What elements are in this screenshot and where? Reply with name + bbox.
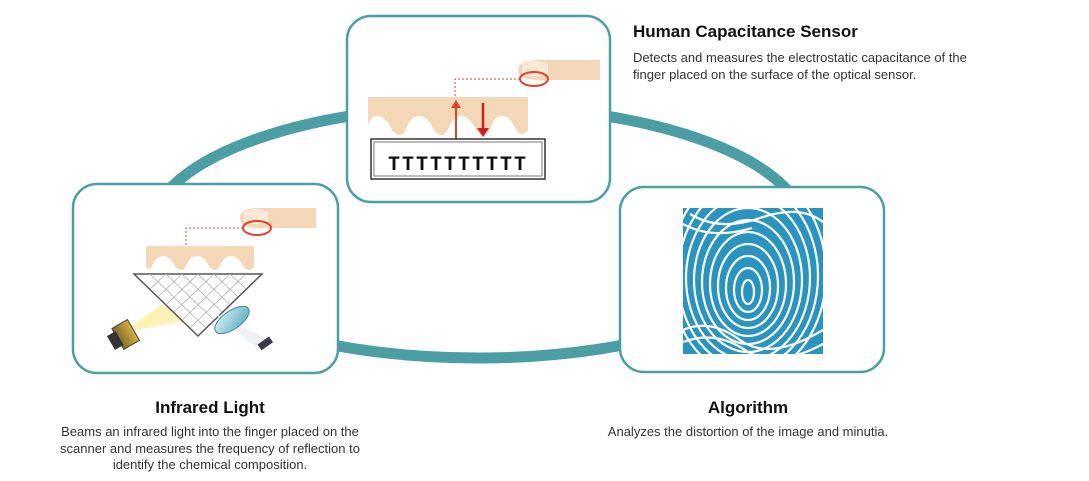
infrared-description-line: Beams an infrared light into the finger …	[61, 424, 359, 439]
caption-algorithm: Algorithm Analyzes the distortion of the…	[548, 398, 948, 441]
sensor-title: Human Capacitance Sensor	[633, 22, 858, 41]
algorithm-title: Algorithm	[707, 398, 789, 417]
caption-infrared-light: Infrared Light Beams an infrared light i…	[0, 398, 420, 474]
prism-light-illustration	[106, 208, 316, 352]
sensor-description: Detects and measures the electrostatic c…	[633, 50, 1083, 83]
infrared-description-line: identify the chemical composition.	[112, 457, 308, 472]
panel-algorithm	[618, 185, 886, 374]
caption-capacitance-sensor: Human Capacitance Sensor Detects and mea…	[633, 22, 1083, 83]
finger-sensor-illustration	[368, 60, 600, 180]
sensor-description-line: finger placed on the surface of the opti…	[633, 66, 917, 82]
sensor-description-line: Detects and measures the electrostatic c…	[633, 50, 967, 65]
algorithm-description-line: Analyzes the distortion of the image and…	[607, 424, 889, 439]
infrared-description-line: scanner and measures the frequency of re…	[60, 440, 360, 456]
infrared-description: Beams an infrared light into the finger …	[0, 424, 420, 474]
sensor-tt-glyphs: TTTTTTTTTT	[388, 154, 528, 177]
algorithm-description: Analyzes the distortion of the image and…	[548, 424, 948, 441]
fingerprint-icon	[683, 208, 823, 354]
panel-infrared-light	[71, 182, 340, 375]
infrared-title: Infrared Light	[155, 398, 265, 417]
panel-capacitance-sensor: TTTTTTTTTT	[345, 14, 612, 204]
